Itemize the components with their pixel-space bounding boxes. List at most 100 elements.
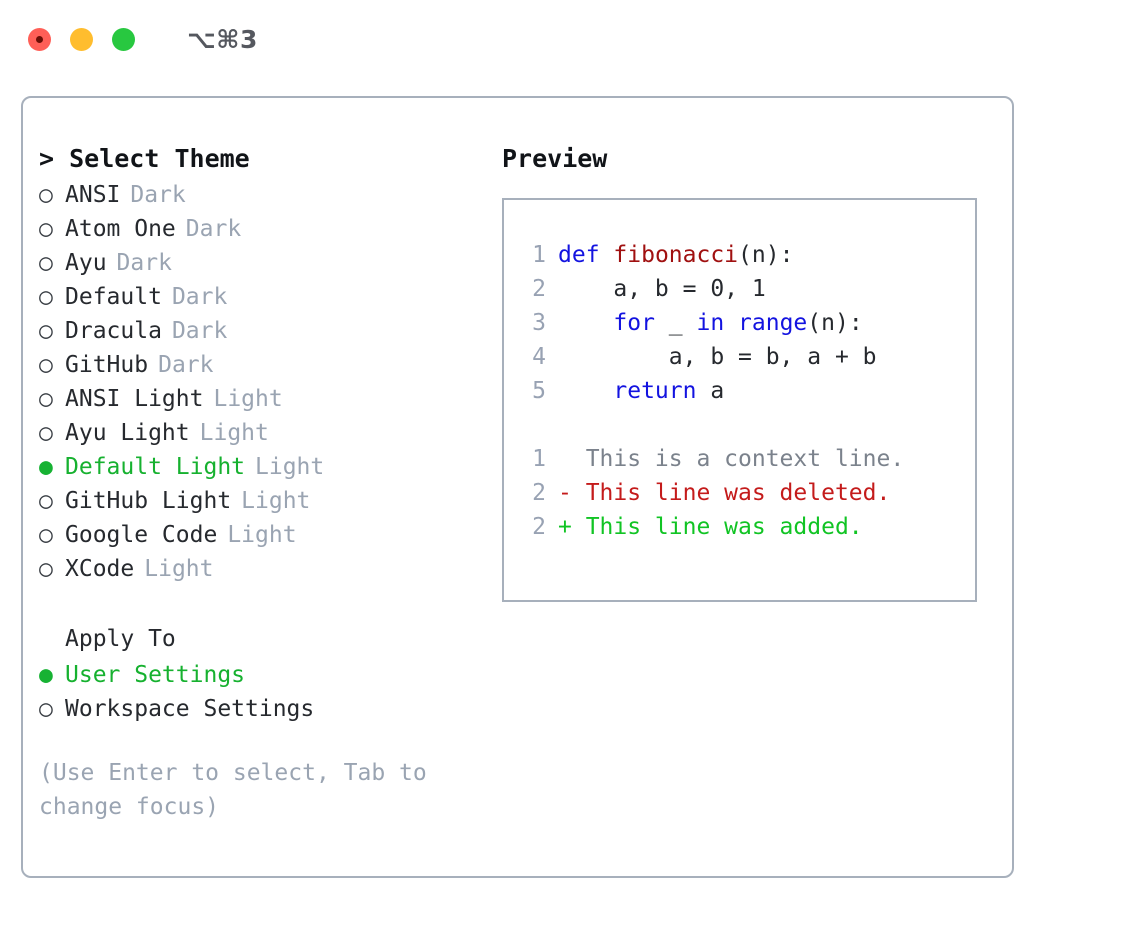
code-token: (n): bbox=[738, 242, 794, 268]
code-token bbox=[558, 310, 613, 336]
code-token bbox=[600, 242, 614, 268]
radio-unselected-icon[interactable]: ○ bbox=[39, 182, 53, 208]
theme-list-item[interactable]: ○ Ayu Dark bbox=[39, 246, 499, 280]
code-token bbox=[724, 310, 738, 336]
radio-unselected-icon[interactable]: ○ bbox=[39, 488, 53, 514]
apply-to-option[interactable]: ○Workspace Settings bbox=[39, 692, 499, 726]
theme-variant-badge: Dark bbox=[171, 318, 228, 344]
radio-unselected-icon[interactable]: ○ bbox=[39, 284, 53, 310]
theme-name: Ayu Light bbox=[65, 420, 190, 446]
line-number: 2 bbox=[532, 480, 546, 506]
radio-unselected-icon[interactable]: ○ bbox=[39, 216, 53, 242]
radio-unselected-icon[interactable]: ○ bbox=[39, 386, 53, 412]
diff-line: 2+ This line was added. bbox=[520, 510, 975, 544]
theme-list-item[interactable]: ○ Dracula Dark bbox=[39, 314, 499, 348]
minimize-button[interactable] bbox=[70, 27, 93, 51]
traffic-lights bbox=[28, 27, 135, 51]
code-token: _ bbox=[654, 310, 697, 336]
radio-selected-icon[interactable]: ● bbox=[39, 454, 53, 480]
code-token: return bbox=[613, 378, 697, 404]
code-token: for bbox=[613, 310, 655, 336]
code-text: a, b = 0, 1 bbox=[558, 272, 766, 306]
code-line: 1 def fibonacci(n): bbox=[520, 238, 975, 272]
theme-variant-badge: Light bbox=[255, 454, 325, 480]
code-token: a, b = 0, 1 bbox=[558, 276, 766, 302]
theme-variant-badge: Light bbox=[241, 488, 311, 514]
theme-name: GitHub bbox=[65, 352, 149, 378]
theme-list-item[interactable]: ○ GitHub Dark bbox=[39, 348, 499, 382]
radio-unselected-icon[interactable]: ○ bbox=[39, 318, 53, 344]
theme-variant-badge: Light bbox=[227, 522, 297, 548]
line-number: 4 bbox=[532, 344, 546, 370]
theme-name: Atom One bbox=[65, 216, 176, 242]
theme-variant-badge: Light bbox=[144, 556, 214, 582]
radio-unselected-icon[interactable]: ○ bbox=[39, 420, 53, 446]
line-number: 5 bbox=[532, 378, 546, 404]
code-token: a bbox=[696, 378, 725, 404]
code-line: 2 a, b = 0, 1 bbox=[520, 272, 975, 306]
preview-header: Preview bbox=[502, 144, 608, 173]
theme-name: Default bbox=[65, 284, 162, 310]
select-theme-header: > Select Theme bbox=[39, 144, 250, 173]
apply-to-list[interactable]: ● User Settings ○Workspace Settings bbox=[39, 658, 499, 726]
section-spacer bbox=[39, 586, 499, 622]
code-token: range bbox=[738, 310, 808, 336]
radio-unselected-icon[interactable]: ○ bbox=[39, 352, 53, 378]
diff-line: 1 This is a context line. bbox=[520, 442, 975, 476]
maximize-button[interactable] bbox=[112, 27, 135, 51]
code-line: 3 for _ in range(n): bbox=[520, 306, 975, 340]
radio-unselected-icon[interactable]: ○ bbox=[39, 522, 53, 548]
theme-name: XCode bbox=[65, 556, 135, 582]
theme-list-item[interactable]: ○ GitHub Light Light bbox=[39, 484, 499, 518]
theme-variant-badge: Dark bbox=[185, 216, 242, 242]
code-token: def bbox=[558, 242, 600, 268]
theme-variant-badge: Dark bbox=[116, 250, 172, 276]
radio-unselected-icon[interactable]: ○ bbox=[39, 250, 53, 276]
radio-unselected-icon[interactable]: ○ bbox=[39, 696, 53, 722]
theme-list-item[interactable]: ● Default Light Light bbox=[39, 450, 499, 484]
radio-unselected-icon[interactable]: ○ bbox=[39, 556, 53, 582]
theme-name: ANSI bbox=[65, 182, 121, 208]
diff-text: - This line was deleted. bbox=[558, 480, 891, 506]
code-token: (n): bbox=[807, 310, 863, 336]
close-button[interactable] bbox=[28, 27, 51, 51]
theme-list-item[interactable]: ○ Ayu Light Light bbox=[39, 416, 499, 450]
theme-name: Dracula bbox=[65, 318, 162, 344]
theme-variant-badge: Dark bbox=[158, 352, 214, 378]
title-bar: ⌥⌘3 bbox=[0, 0, 1140, 78]
code-line: 4 a, b = b, a + b bbox=[520, 340, 975, 374]
code-text: a, b = b, a + b bbox=[558, 340, 877, 374]
code-text: for _ in range(n): bbox=[558, 306, 863, 340]
code-text: def fibonacci(n): bbox=[558, 238, 793, 272]
apply-to-option[interactable]: ● User Settings bbox=[39, 658, 499, 692]
keyboard-shortcut-label: ⌥⌘3 bbox=[187, 24, 258, 54]
apply-to-label: User Settings bbox=[65, 662, 246, 688]
diff-line: 2 - This line was deleted. bbox=[520, 476, 975, 510]
theme-name: GitHub Light bbox=[65, 488, 232, 514]
line-number: 3 bbox=[532, 310, 546, 336]
theme-list-item[interactable]: ○ Default Dark bbox=[39, 280, 499, 314]
theme-list-item[interactable]: ○ XCode Light bbox=[39, 552, 499, 586]
code-diff-spacer bbox=[520, 408, 975, 442]
theme-variant-badge: Dark bbox=[171, 284, 228, 310]
theme-name: Default Light bbox=[65, 454, 246, 480]
theme-name: Ayu bbox=[65, 250, 107, 276]
radio-selected-icon[interactable]: ● bbox=[39, 662, 53, 688]
line-number: 2 bbox=[532, 514, 546, 540]
code-line: 5 return a bbox=[520, 374, 975, 408]
theme-list-item[interactable]: ○ Atom One Dark bbox=[39, 212, 499, 246]
diff-sample: 1 This is a context line. 2 - This line wa… bbox=[520, 442, 975, 544]
line-number: 1 bbox=[532, 242, 546, 268]
theme-variant-badge: Light bbox=[199, 420, 269, 446]
theme-variant-badge: Light bbox=[213, 386, 283, 412]
